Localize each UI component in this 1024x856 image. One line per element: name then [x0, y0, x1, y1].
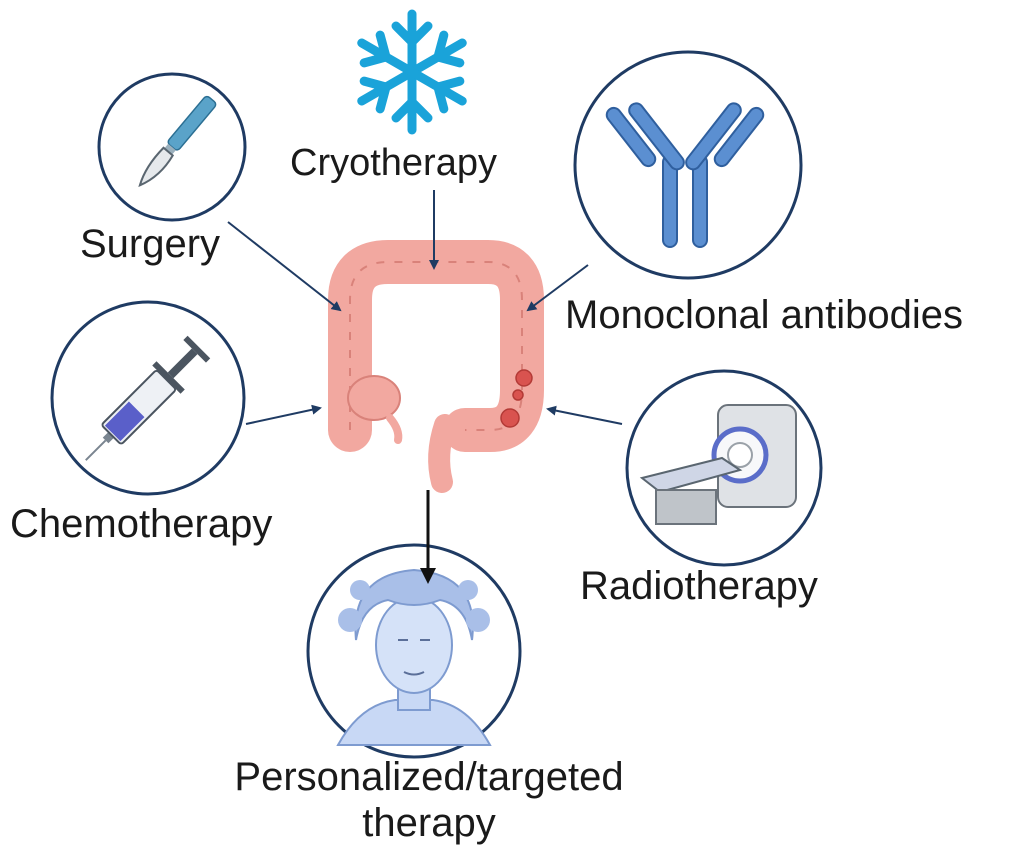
mri-scanner-icon — [639, 404, 797, 525]
patient-face-icon — [336, 568, 492, 746]
label-radiotherapy: Radiotherapy — [580, 564, 818, 608]
label-personalized-line1: Personalized/targeted — [234, 755, 624, 799]
arrow-surgery — [227, 221, 342, 312]
arrow-radiotherapy — [546, 405, 623, 425]
scalpel-icon — [138, 95, 217, 188]
label-cryotherapy: Cryotherapy — [290, 142, 497, 184]
antibody-icon — [605, 102, 765, 248]
syringe-icon — [85, 335, 211, 461]
label-chemotherapy: Chemotherapy — [10, 502, 273, 546]
snowflake-icon — [357, 9, 467, 135]
colon-icon — [328, 240, 544, 493]
arrow-chemotherapy — [245, 404, 322, 425]
label-monoclonal-antibodies: Monoclonal antibodies — [565, 293, 964, 337]
label-personalized-therapy: Personalized/targeted therapy — [0, 754, 858, 846]
label-surgery: Surgery — [80, 222, 221, 266]
label-personalized-line2: therapy — [362, 801, 496, 845]
arrow-monoclonal — [526, 264, 589, 312]
